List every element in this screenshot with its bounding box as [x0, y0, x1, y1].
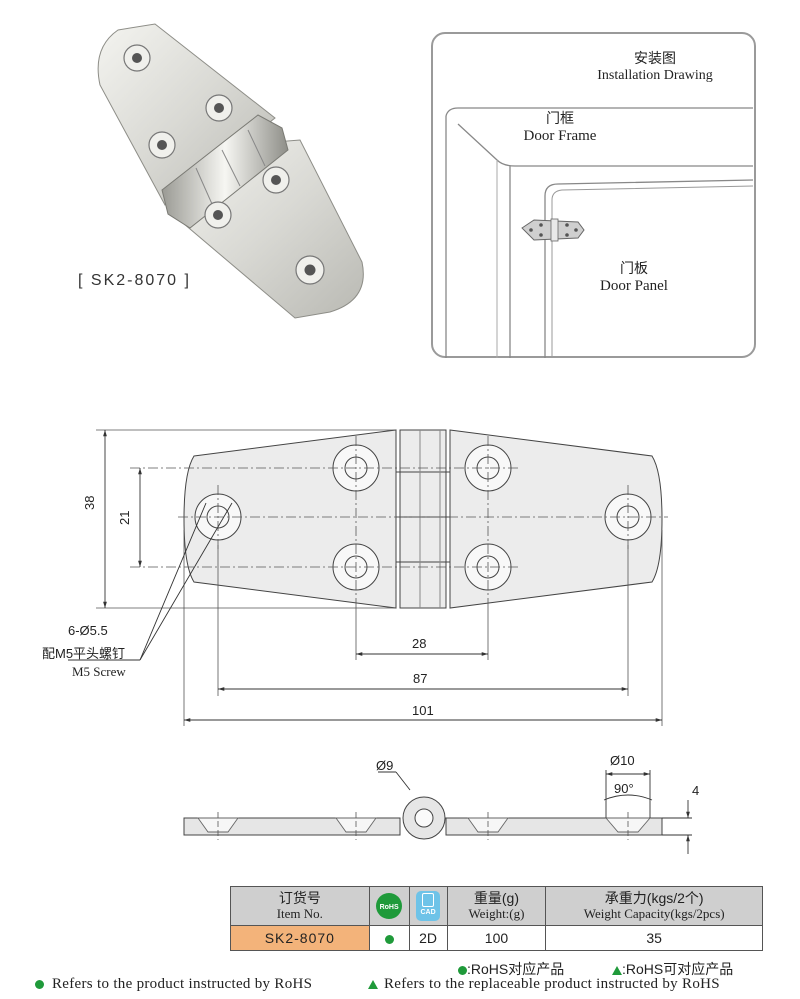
legend-rohs: :RoHS对应产品	[458, 959, 564, 979]
header-weight: 重量(g) Weight:(g)	[446, 886, 547, 926]
door-panel-label: 门板 Door Panel	[574, 258, 694, 295]
header-weight-cn: 重量(g)	[473, 890, 520, 906]
capacity-cell: 35	[545, 925, 763, 951]
footer-rohs-text: Refers to the product instructed by RoHS	[52, 976, 313, 992]
cad-badge-text: CAD	[420, 909, 436, 916]
rohs-dot-icon	[384, 934, 394, 944]
door-frame-cn: 门框	[546, 110, 574, 126]
header-capacity: 承重力(kgs/2个) Weight Capacity(kgs/2pcs)	[545, 886, 763, 926]
footer-rohs-note: Refers to the product instructed by RoHS	[35, 976, 312, 993]
model-label: [ SK2-8070 ]	[78, 272, 191, 289]
legend-replaceable-text: :RoHS可对应产品	[622, 961, 734, 977]
header-capacity-en: Weight Capacity(kgs/2pcs)	[583, 906, 725, 921]
legend-triangle-icon	[612, 965, 622, 975]
installation-illustration	[445, 107, 754, 358]
cad-badge-icon: CAD	[416, 891, 441, 921]
footer-replaceable-note: Refers to the replaceable product instru…	[368, 976, 720, 993]
header-item-no-cn: 订货号	[278, 890, 321, 906]
header-item-no: 订货号 Item No.	[230, 886, 370, 926]
header-capacity-cn: 承重力(kgs/2个)	[604, 890, 704, 906]
legend-rohs-text: :RoHS对应产品	[467, 961, 565, 977]
door-panel-en: Door Panel	[600, 278, 668, 294]
installation-panel	[431, 32, 756, 358]
footer-rohs-dot-icon	[35, 980, 44, 990]
installation-title-en: Installation Drawing	[597, 68, 713, 83]
dim-diameter-10: Ø10	[610, 753, 635, 768]
installation-title: 安装图 Installation Drawing	[560, 48, 750, 84]
spec-table-header: 订货号 Item No. RoHS CAD 重量(g) Weight:(g) 承…	[230, 886, 763, 926]
header-cad: CAD	[408, 886, 448, 926]
table-row: SK2-8070 2D 100 35	[230, 925, 763, 951]
screw-note-en: M5 Screw	[72, 664, 126, 679]
door-frame-en: Door Frame	[523, 128, 597, 144]
door-frame-label: 门框 Door Frame	[500, 108, 620, 145]
legend-rohs-dot-icon	[458, 965, 467, 975]
header-item-no-en: Item No.	[276, 906, 323, 921]
dim-angle-90: 90°	[614, 781, 634, 796]
dim-101: 101	[412, 703, 434, 718]
door-panel-cn: 门板	[620, 260, 648, 276]
footer-replaceable-text: Refers to the replaceable product instru…	[384, 976, 720, 992]
cad-cell: 2D	[408, 925, 448, 951]
weight-cell: 100	[446, 925, 547, 951]
holes-note: 6-Ø5.5	[68, 623, 108, 638]
product-photo	[97, 23, 364, 319]
item-no-cell: SK2-8070	[230, 925, 370, 951]
dim-diameter-9: Ø9	[376, 758, 394, 773]
header-weight-en: Weight:(g)	[468, 906, 525, 921]
rohs-badge-text: RoHS	[379, 904, 399, 911]
legend-replaceable: :RoHS可对应产品	[612, 959, 733, 979]
spec-table: 订货号 Item No. RoHS CAD 重量(g) Weight:(g) 承…	[230, 886, 763, 951]
dim-thickness-4: 4	[692, 783, 700, 798]
rohs-cell	[368, 925, 410, 951]
screw-note-cn: 配M5平头螺钉	[42, 646, 126, 661]
dim-28: 28	[412, 636, 427, 651]
dim-87: 87	[413, 671, 428, 686]
footer-triangle-icon	[368, 980, 378, 990]
header-rohs: RoHS	[368, 886, 410, 926]
rohs-badge-icon: RoHS	[376, 893, 403, 919]
installation-title-cn: 安装图	[634, 50, 676, 66]
